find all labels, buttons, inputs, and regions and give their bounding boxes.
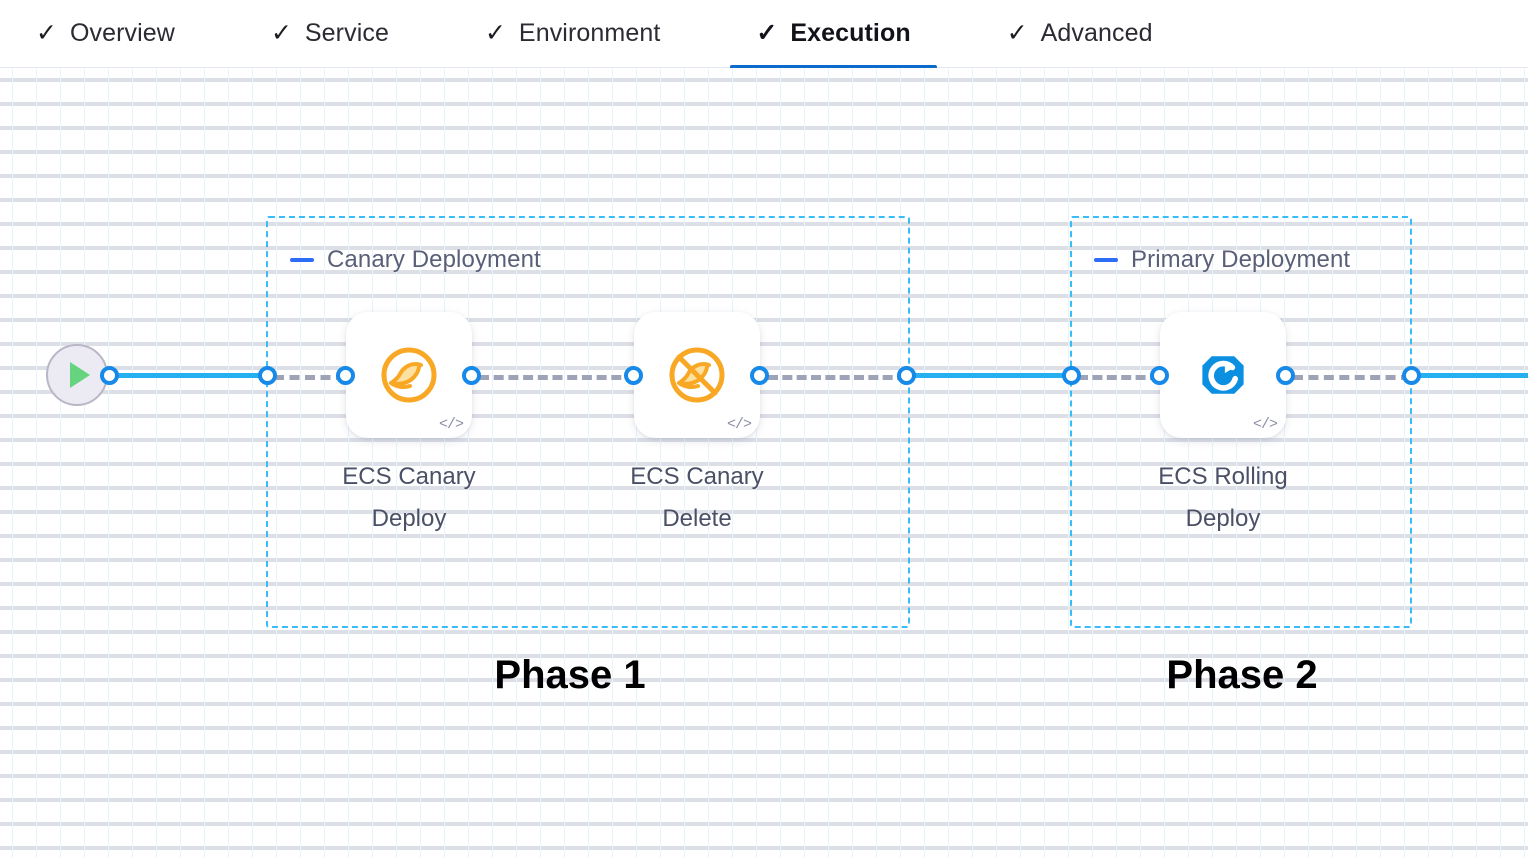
code-icon[interactable]: </> bbox=[438, 416, 464, 433]
group-title-label: Primary Deployment bbox=[1131, 246, 1351, 273]
code-icon[interactable]: </> bbox=[726, 416, 752, 433]
tab-label: Service bbox=[304, 19, 389, 47]
tab-label: Environment bbox=[518, 19, 661, 47]
tab-advanced[interactable]: ✓ Advanced bbox=[1007, 0, 1181, 68]
check-icon: ✓ bbox=[1006, 19, 1028, 47]
group-title-label: Canary Deployment bbox=[327, 246, 541, 273]
node-ecs-rolling-deploy[interactable]: </> bbox=[1160, 312, 1286, 438]
play-icon bbox=[70, 362, 90, 388]
group-primary-deployment[interactable]: Primary Deployment bbox=[1070, 216, 1412, 628]
minus-icon[interactable] bbox=[1094, 258, 1118, 262]
group-header: Canary Deployment bbox=[290, 246, 541, 274]
pipeline-start-node[interactable] bbox=[46, 344, 108, 406]
node-label-ecs-rolling-deploy: ECS Rolling Deploy bbox=[1158, 463, 1288, 532]
canary-bird-delete-icon bbox=[669, 347, 725, 403]
connector-primary-group-to-next bbox=[1414, 373, 1528, 378]
group-header: Primary Deployment bbox=[1094, 246, 1350, 274]
connector-ecs-canary-delete-to-group-exit bbox=[768, 375, 907, 380]
connector-canary-group-to-ecs-canary-deploy bbox=[274, 375, 346, 380]
tab-label: Overview bbox=[69, 19, 175, 47]
canary-bird-icon bbox=[381, 347, 437, 403]
tab-environment[interactable]: ✓ Environment bbox=[485, 0, 688, 68]
port-primary-group-in[interactable] bbox=[1062, 366, 1081, 385]
tab-overview[interactable]: ✓ Overview bbox=[36, 0, 203, 68]
check-icon: ✓ bbox=[484, 19, 506, 47]
pipeline-canvas[interactable]: Canary Deployment Primary Deployment </>… bbox=[0, 68, 1528, 858]
port-start-out[interactable] bbox=[100, 366, 119, 385]
port-ecs-canary-delete-out[interactable] bbox=[750, 366, 769, 385]
port-ecs-rolling-deploy-out[interactable] bbox=[1276, 366, 1295, 385]
port-ecs-canary-delete-in[interactable] bbox=[624, 366, 643, 385]
phase-label-2: Phase 2 bbox=[1166, 653, 1318, 697]
check-icon: ✓ bbox=[270, 19, 292, 47]
group-canary-deployment[interactable]: Canary Deployment bbox=[266, 216, 910, 628]
port-ecs-canary-deploy-out[interactable] bbox=[462, 366, 481, 385]
port-canary-group-in[interactable] bbox=[258, 366, 277, 385]
connector-ecs-rolling-deploy-to-group-exit bbox=[1293, 375, 1411, 380]
port-primary-group-out[interactable] bbox=[1402, 366, 1421, 385]
port-canary-group-out[interactable] bbox=[897, 366, 916, 385]
node-label-ecs-canary-delete: ECS Canary Delete bbox=[630, 463, 764, 532]
connector-start-to-canary-group bbox=[113, 373, 270, 378]
phase-label-1: Phase 1 bbox=[494, 653, 646, 697]
minus-icon[interactable] bbox=[290, 258, 314, 262]
port-ecs-canary-deploy-in[interactable] bbox=[336, 366, 355, 385]
connector-canary-group-to-primary-group bbox=[909, 373, 1074, 378]
tab-execution[interactable]: ✓ Execution bbox=[730, 0, 938, 69]
port-ecs-rolling-deploy-in[interactable] bbox=[1150, 366, 1169, 385]
node-label-ecs-canary-deploy: ECS Canary Deploy bbox=[342, 463, 476, 532]
check-icon: ✓ bbox=[756, 19, 778, 47]
node-ecs-canary-deploy[interactable]: </> bbox=[346, 312, 472, 438]
ecs-rolling-deploy-icon bbox=[1202, 356, 1244, 394]
tab-label: Advanced bbox=[1040, 19, 1153, 47]
check-icon: ✓ bbox=[36, 19, 57, 47]
tab-label: Execution bbox=[790, 19, 911, 47]
tab-service[interactable]: ✓ Service bbox=[271, 0, 417, 68]
wizard-tab-bar: ✓ Overview ✓ Service ✓ Environment ✓ Exe… bbox=[0, 0, 1528, 69]
code-icon[interactable]: </> bbox=[1252, 416, 1278, 433]
connector-ecs-canary-deploy-to-delete bbox=[479, 375, 636, 380]
connector-primary-group-to-ecs-rolling-deploy bbox=[1078, 375, 1160, 380]
node-ecs-canary-delete[interactable]: </> bbox=[634, 312, 760, 438]
